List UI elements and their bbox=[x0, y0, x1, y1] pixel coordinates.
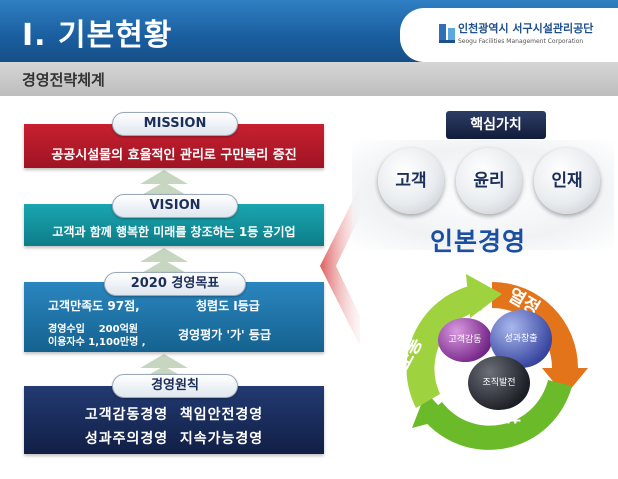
core-value-customer: 고객 bbox=[378, 148, 444, 214]
logo-area bbox=[400, 8, 618, 62]
communication-arrow bbox=[406, 284, 482, 408]
up-arrow-icon bbox=[140, 248, 188, 262]
principles-line-2: 성과주의경영 지속가능경영 bbox=[84, 431, 264, 447]
core-value-ethics: 윤리 bbox=[456, 148, 522, 214]
principles-line-1: 고객감동경영 책임안전경영 bbox=[84, 407, 264, 423]
management-philosophy-title: 인본경영 bbox=[430, 227, 527, 256]
principles-label: 경영원칙 bbox=[112, 374, 238, 398]
page-title: Ⅰ. 기본현황 bbox=[22, 18, 173, 53]
harmony-arrow-head bbox=[412, 392, 450, 428]
up-arrow-icon bbox=[140, 182, 188, 196]
goals-revenue: 경영수입 200억원 bbox=[48, 324, 138, 335]
sphere-customer-delight: 고객감동 bbox=[438, 318, 492, 362]
core-values-title: 핵심가치 bbox=[446, 111, 546, 139]
logo-text: 인천광역시 서구시설관리공단 bbox=[458, 22, 594, 35]
up-arrow-icon bbox=[140, 354, 188, 368]
sphere-performance: 성과창출 bbox=[490, 310, 552, 368]
section-title: 경영전략체계 bbox=[22, 71, 105, 89]
goals-users: 이용자수 1,100만명 , bbox=[48, 337, 146, 348]
vision-label: VISION bbox=[112, 194, 238, 218]
goals-integrity: 청렴도 Ⅰ등급 bbox=[196, 299, 260, 313]
core-value-talent: 인재 bbox=[534, 148, 600, 214]
harmony-arrow bbox=[422, 380, 572, 450]
logo-subtext: Seogu Facilities Management Corporation bbox=[458, 38, 584, 45]
vision-text: 고객과 함께 행복한 미래를 창조하는 1등 공기업 bbox=[52, 225, 296, 239]
chevron-arrow-icon bbox=[320, 186, 360, 346]
corporation-logo-icon bbox=[439, 24, 455, 43]
mission-text: 공공시설물의 효율적인 관리로 구민복리 증진 bbox=[51, 148, 297, 163]
up-arrow-icon bbox=[140, 170, 188, 184]
passion-arrow-head bbox=[542, 368, 588, 396]
mission-label: MISSION bbox=[112, 112, 238, 136]
goals-label: 2020 경영목표 bbox=[104, 272, 246, 296]
up-arrow-icon bbox=[140, 260, 188, 274]
subtitle-bar bbox=[0, 62, 618, 96]
sphere-organization: 조직발전 bbox=[468, 356, 530, 410]
goals-satisfaction: 고객만족도 97점, bbox=[48, 299, 140, 313]
communication-arrow-head bbox=[466, 274, 502, 318]
goals-evaluation: 경영평가 '가' 등급 bbox=[178, 328, 271, 342]
